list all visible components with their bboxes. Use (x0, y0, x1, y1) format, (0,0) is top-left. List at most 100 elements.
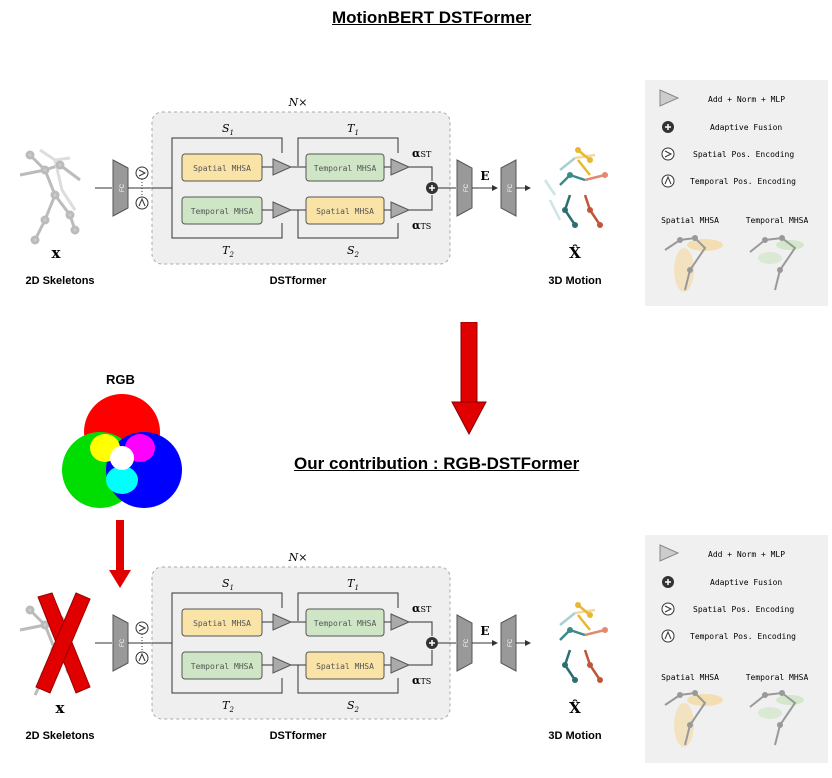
legend-item-label: Spatial Pos. Encoding (693, 605, 794, 614)
temporal-encoding-icon (135, 196, 149, 210)
alpha-ts-label: αTS (412, 674, 431, 687)
legend-box (645, 80, 828, 306)
svg-text:FC: FC (464, 183, 470, 192)
svg-text:FC: FC (508, 183, 514, 192)
svg-text:Temporal MHSA: Temporal MHSA (191, 662, 254, 671)
dstformer-diagram-top: x 2D Skeletons FC N× Spatial MHSA Tempor… (19, 80, 828, 306)
s1-label: S1 (222, 122, 234, 137)
alpha-st-label: αST (412, 602, 432, 615)
svg-text:Temporal MHSA: Temporal MHSA (314, 619, 377, 628)
legend-item-label: Temporal Pos. Encoding (690, 177, 796, 186)
output-symbol: X̂ (569, 244, 581, 262)
fc-in: FC (112, 614, 129, 672)
stream2-block2: Spatial MHSA (305, 651, 385, 680)
triangle-icon (272, 656, 293, 674)
svg-text:FC: FC (508, 638, 514, 647)
temporal-attention-illustration (749, 690, 804, 746)
input-label: 2D Skeletons (25, 275, 94, 287)
embedding-label: E (480, 169, 489, 183)
legend-item-label: Adaptive Fusion (710, 578, 782, 587)
triangle-icon (272, 201, 293, 219)
legend-item-label: Temporal Pos. Encoding (690, 632, 796, 641)
transition-arrow (451, 322, 487, 436)
s2-label: S2 (347, 244, 360, 259)
svg-text:Temporal MHSA: Temporal MHSA (314, 164, 377, 173)
s2-label: S2 (347, 699, 360, 714)
dstformer-diagram-bottom: x 2D Skeletons FC N× Spatial MHSA Tempor… (19, 535, 828, 763)
title: MotionBERT DSTFormer (332, 8, 532, 27)
t1-label: T1 (347, 577, 359, 592)
triangle-icon (390, 201, 411, 219)
legend-item-label: Adaptive Fusion (710, 123, 782, 132)
legend-item-label: Add + Norm + MLP (708, 550, 785, 559)
temporal-attention-illustration (749, 235, 804, 291)
svg-text:Spatial MHSA: Spatial MHSA (316, 207, 374, 216)
plus-circle-icon (426, 637, 438, 649)
legend-temporal-caption: Temporal MHSA (746, 673, 809, 682)
output-label: 3D Motion (548, 730, 601, 742)
embedding-label: E (480, 624, 489, 638)
output-skeleton (559, 602, 608, 683)
rgb-label: RGB (106, 372, 135, 387)
svg-text:Temporal MHSA: Temporal MHSA (191, 207, 254, 216)
temporal-encoding-icon (135, 651, 149, 665)
legend-temporal-caption: Temporal MHSA (746, 216, 809, 225)
legend-spatial-caption: Spatial MHSA (661, 216, 719, 225)
stream1-block2: Temporal MHSA (305, 608, 385, 637)
svg-text:FC: FC (120, 183, 126, 192)
module-label: DSTformer (270, 730, 328, 742)
repeat-label: N× (288, 96, 308, 109)
cross-out-icon (35, 592, 91, 694)
stream2-block1: Temporal MHSA (181, 651, 263, 680)
input-symbol: x (56, 699, 66, 717)
t1-label: T1 (347, 122, 359, 137)
svg-text:Spatial MHSA: Spatial MHSA (316, 662, 374, 671)
legend-item-label: Add + Norm + MLP (708, 95, 785, 104)
dstformer-module (151, 566, 451, 720)
svg-text:Spatial MHSA: Spatial MHSA (193, 164, 251, 173)
rgb-venn-icon (62, 394, 182, 508)
triangle-icon (390, 613, 411, 631)
legend-box (645, 535, 828, 763)
rgb-arrow (109, 520, 131, 588)
fc-in: FC (112, 159, 129, 217)
svg-text:FC: FC (464, 638, 470, 647)
stream1-block2: Temporal MHSA (305, 153, 385, 182)
plus-circle-icon (426, 182, 438, 194)
repeat-label: N× (288, 551, 308, 564)
stream1-block1: Spatial MHSA (181, 153, 263, 182)
fc-mid: FC (456, 614, 473, 672)
t2-label: T2 (222, 244, 234, 259)
spatial-encoding-icon (135, 166, 149, 180)
spatial-attention-illustration (664, 235, 723, 292)
spatial-encoding-icon (135, 621, 149, 635)
spatial-attention-illustration (664, 690, 723, 747)
triangle-icon (390, 656, 411, 674)
stream2-block1: Temporal MHSA (181, 196, 263, 225)
input-label: 2D Skeletons (25, 730, 94, 742)
input-skeleton (19, 148, 81, 245)
stream1-block1: Spatial MHSA (181, 608, 263, 637)
svg-text:Spatial MHSA: Spatial MHSA (193, 619, 251, 628)
legend-spatial-caption: Spatial MHSA (661, 673, 719, 682)
triangle-icon (272, 158, 293, 176)
legend-item-label: Spatial Pos. Encoding (693, 150, 794, 159)
stream2-block2: Spatial MHSA (305, 196, 385, 225)
fc-out: FC (500, 614, 517, 672)
output-symbol: X̂ (569, 699, 581, 717)
alpha-st-label: αST (412, 147, 432, 160)
output-label: 3D Motion (548, 275, 601, 287)
triangle-icon (272, 613, 293, 631)
alpha-ts-label: αTS (412, 219, 431, 232)
s1-label: S1 (222, 577, 234, 592)
dstformer-module (151, 111, 451, 265)
input-symbol: x (52, 244, 62, 262)
svg-text:FC: FC (120, 638, 126, 647)
fc-mid: FC (456, 159, 473, 217)
t2-label: T2 (222, 699, 234, 714)
contribution-title: Our contribution : RGB-DSTFormer (294, 454, 580, 473)
fc-out: FC (500, 159, 517, 217)
output-skeleton (543, 147, 608, 228)
triangle-icon (390, 158, 411, 176)
module-label: DSTformer (270, 275, 328, 287)
